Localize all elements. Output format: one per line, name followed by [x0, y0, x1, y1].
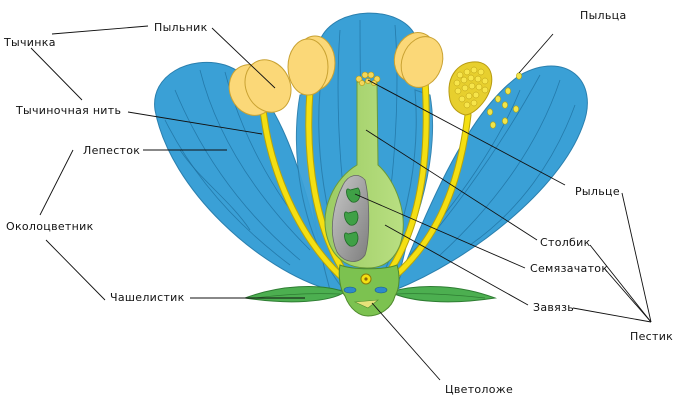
petal-right: [394, 65, 588, 291]
label-pistil: Пестик: [630, 330, 673, 343]
label-pollen: Пыльца: [580, 9, 627, 22]
filament-2: [306, 87, 351, 281]
pistil: [324, 71, 404, 317]
ovules: [344, 187, 361, 247]
label-anther: Пыльник: [154, 21, 208, 34]
filaments: [258, 76, 472, 286]
label-filament: Тычиночная нить: [15, 104, 121, 117]
pollen-grains: [487, 72, 522, 129]
filament-3: [382, 77, 429, 281]
label-style: Столбик: [540, 236, 591, 249]
petal-left: [154, 61, 331, 291]
label-perianth: Околоцветник: [6, 220, 94, 233]
labels: Тычинка Пыльник Тычиночная нить Лепесток…: [3, 9, 673, 396]
anther-2: [287, 38, 329, 96]
anther-1: [244, 59, 292, 113]
leader-lines: [30, 25, 652, 381]
label-ovary: Завязь: [533, 301, 574, 314]
filament-1: [259, 97, 348, 283]
label-sepal: Чашелистик: [110, 291, 185, 304]
label-stamen: Тычинка: [3, 36, 56, 49]
label-receptacle: Цветоложе: [445, 383, 513, 396]
anther-3: [400, 36, 444, 88]
filament-4: [385, 112, 471, 285]
label-ovule: Семязачаток: [530, 262, 608, 275]
label-petal: Лепесток: [83, 144, 140, 157]
anther-pollen-grains: [453, 66, 489, 109]
label-stigma: Рыльце: [575, 185, 620, 198]
stigma: [355, 71, 381, 86]
receptacle: [338, 264, 400, 317]
